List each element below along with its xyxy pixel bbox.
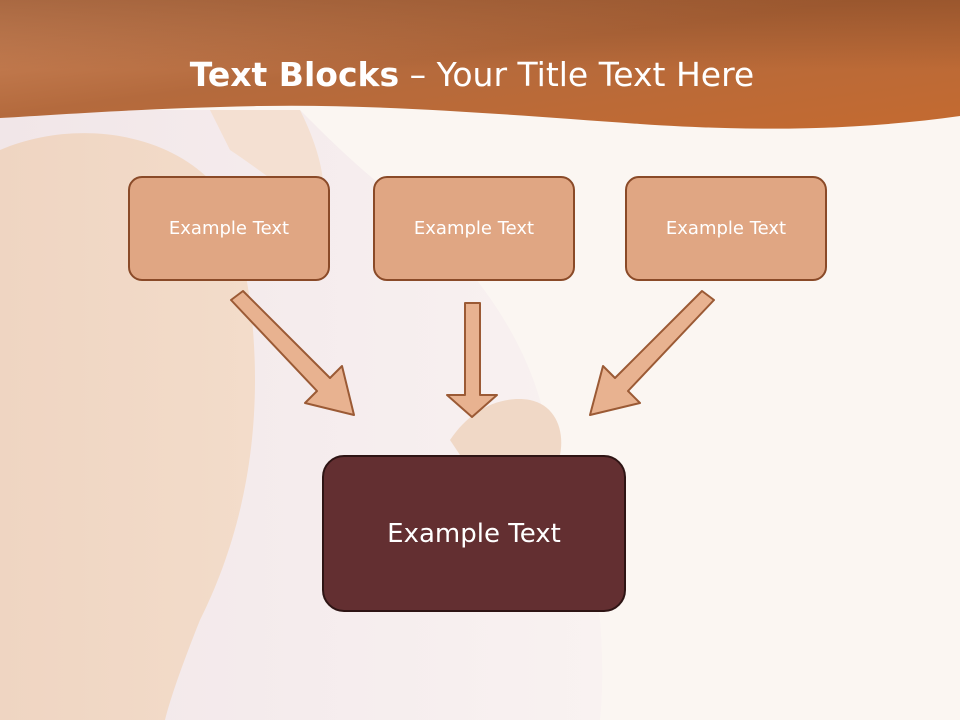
arrow-left bbox=[230, 290, 355, 416]
title-separator: – bbox=[399, 55, 437, 94]
text-block-1-label: Example Text bbox=[168, 218, 290, 239]
arrow-center bbox=[446, 302, 498, 418]
text-block-3[interactable]: Example Text bbox=[625, 176, 827, 281]
text-block-2[interactable]: Example Text bbox=[373, 176, 575, 281]
text-block-2-label: Example Text bbox=[413, 218, 535, 239]
slide-title: Text Blocks – Your Title Text Here bbox=[0, 52, 944, 98]
text-block-1[interactable]: Example Text bbox=[128, 176, 330, 281]
arrow-right bbox=[589, 290, 715, 416]
header-band bbox=[0, 0, 960, 129]
title-rest: Your Title Text Here bbox=[436, 55, 755, 94]
main-text-block-label: Example Text bbox=[387, 518, 561, 549]
main-text-block[interactable]: Example Text bbox=[322, 455, 626, 612]
text-block-3-label: Example Text bbox=[665, 218, 787, 239]
title-bold: Text Blocks bbox=[189, 55, 400, 94]
